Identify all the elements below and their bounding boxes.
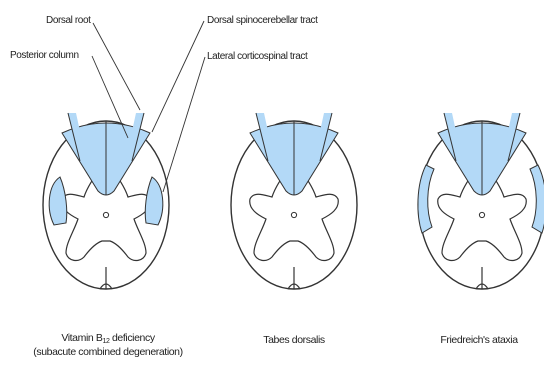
caption-b12-main: Vitamin B — [61, 332, 102, 344]
caption-b12-tail: deficiency — [109, 332, 154, 344]
caption-tabes-dorsalis: Tabes dorsalis — [234, 334, 354, 347]
label-posterior-column: Posterior column — [10, 50, 79, 62]
caption-b12-detail: (subacute combined degeneration) — [18, 346, 198, 359]
leader-dorsal-root — [93, 23, 140, 110]
leader-dorsal-spinocerebellar — [152, 21, 204, 132]
cord-tabes-dorsalis — [231, 113, 357, 289]
label-dorsal-root: Dorsal root — [46, 15, 91, 27]
label-dorsal-spinocerebellar-tract: Dorsal spinocerebellar tract — [207, 15, 318, 27]
cord-b12-deficiency — [43, 113, 169, 289]
cord-friedreich-ataxia — [418, 113, 544, 289]
leader-lateral-corticospinal — [163, 57, 205, 192]
caption-friedreich-ataxia: Friedreich's ataxia — [414, 334, 544, 347]
label-lateral-corticospinal-tract: Lateral corticospinal tract — [207, 51, 307, 63]
